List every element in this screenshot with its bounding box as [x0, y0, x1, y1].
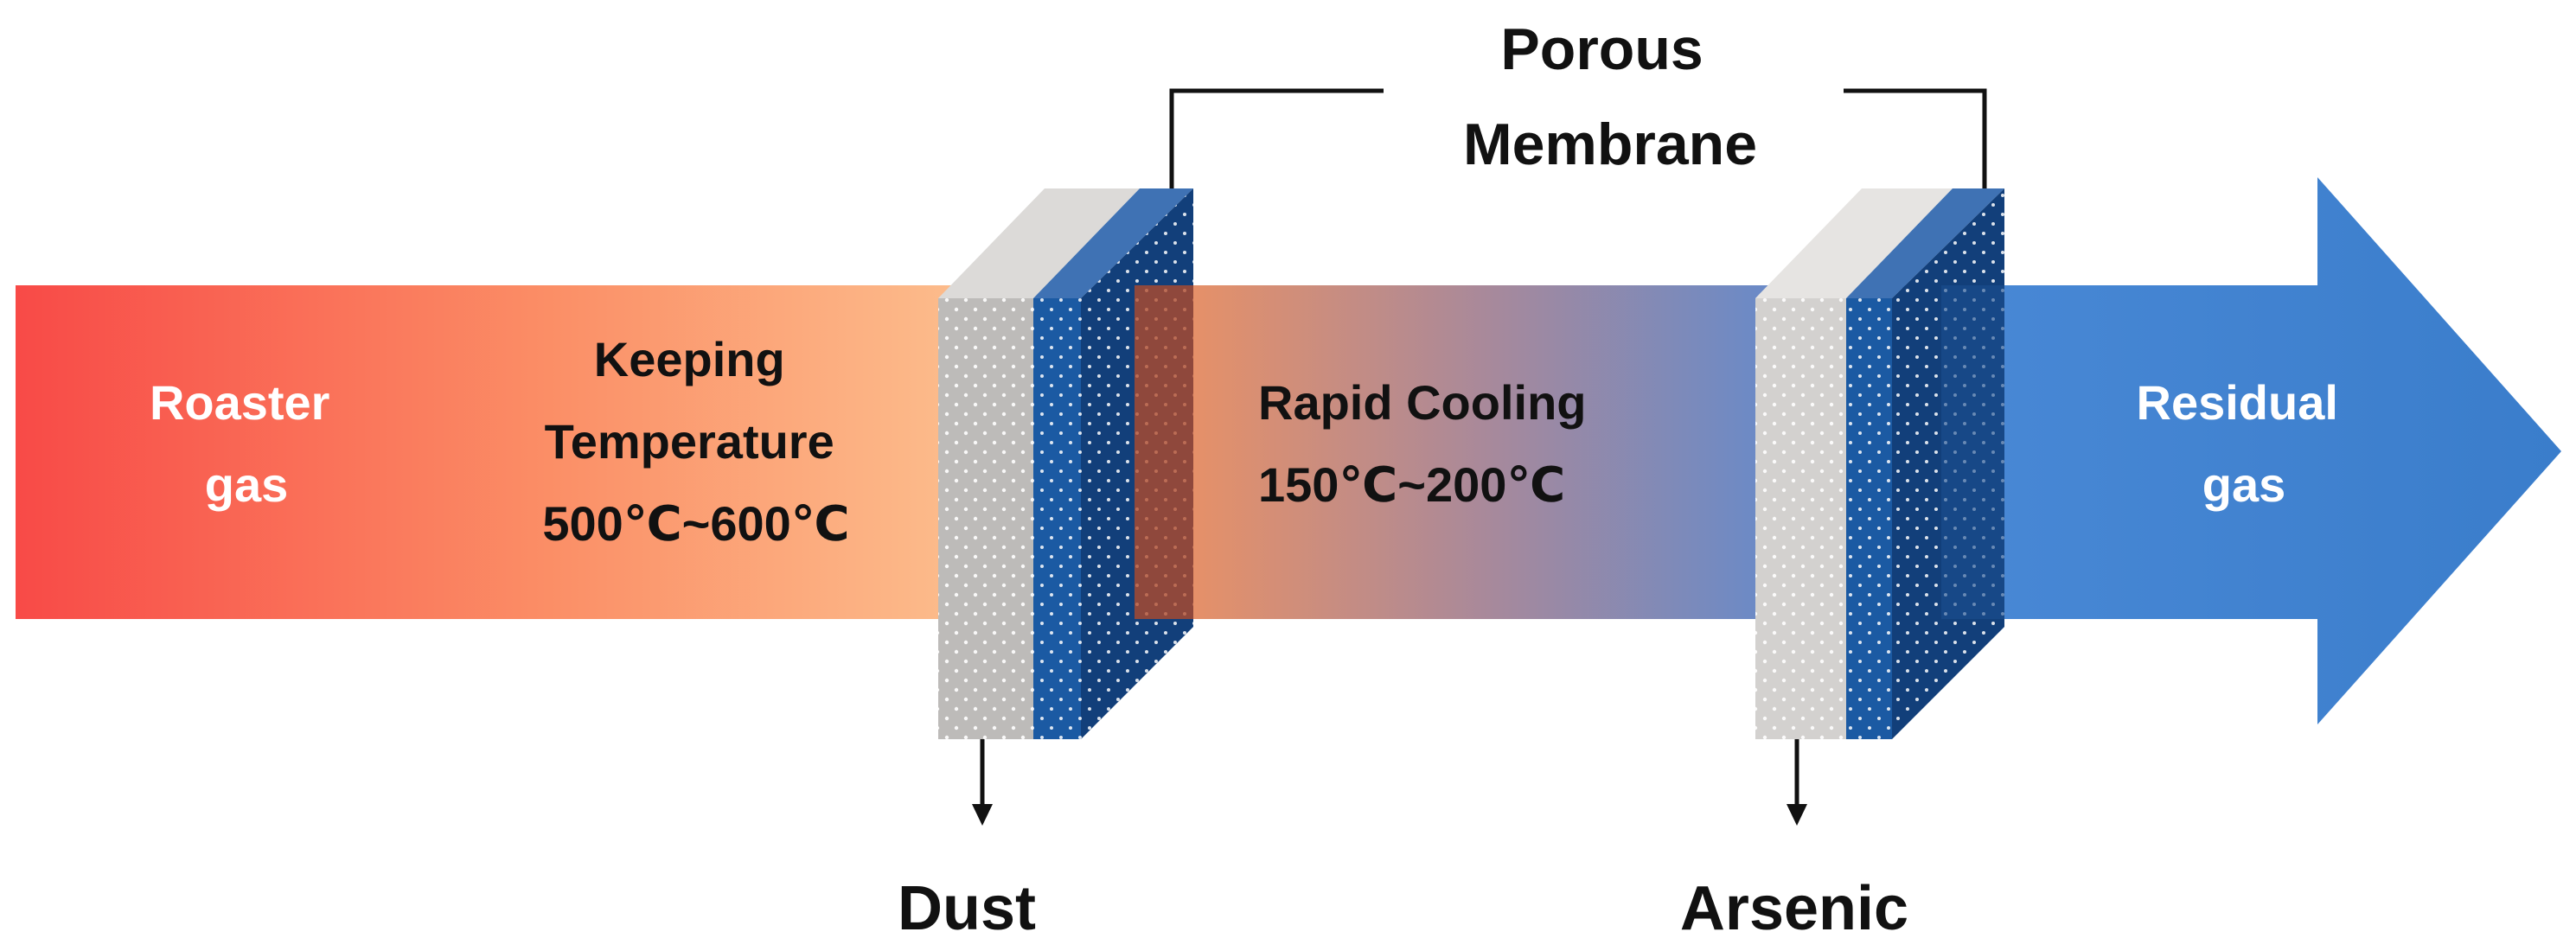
- membrane-1: [938, 188, 1193, 739]
- dust-arrow: [972, 739, 993, 826]
- arsenic-label: Arsenic: [1680, 874, 1908, 943]
- membrane-2-overlay: [1941, 285, 2004, 619]
- porous-membrane-bracket-left: [1169, 88, 1384, 188]
- membrane-2-blue-top: [1846, 188, 2004, 298]
- flow-arrow-residual: [1902, 177, 2561, 724]
- keeping-temperature-label: Keeping Temperature 500℃~600℃: [542, 332, 849, 551]
- membrane-1-gray-top: [938, 188, 1140, 298]
- membrane-2: [1755, 188, 2004, 739]
- dust-label: Dust: [898, 874, 1036, 943]
- arsenic-arrow: [1787, 739, 1807, 826]
- flow-band-cooling: [1133, 285, 1833, 619]
- membrane-1-overlay: [1135, 285, 1193, 619]
- porous-membrane-label: Porous Membrane: [1463, 16, 1757, 177]
- rapid-cooling-label: Rapid Cooling 150℃~200℃: [1258, 375, 1600, 512]
- residual-gas-label: Residual gas: [2137, 375, 2352, 512]
- porous-membrane-bracket-right: [1844, 88, 1987, 188]
- membrane-2-gray-top: [1755, 188, 1953, 298]
- flow-band-hot: [16, 285, 984, 619]
- roaster-gas-label: Roaster gas: [150, 375, 343, 512]
- membrane-1-blue-top: [1033, 188, 1193, 298]
